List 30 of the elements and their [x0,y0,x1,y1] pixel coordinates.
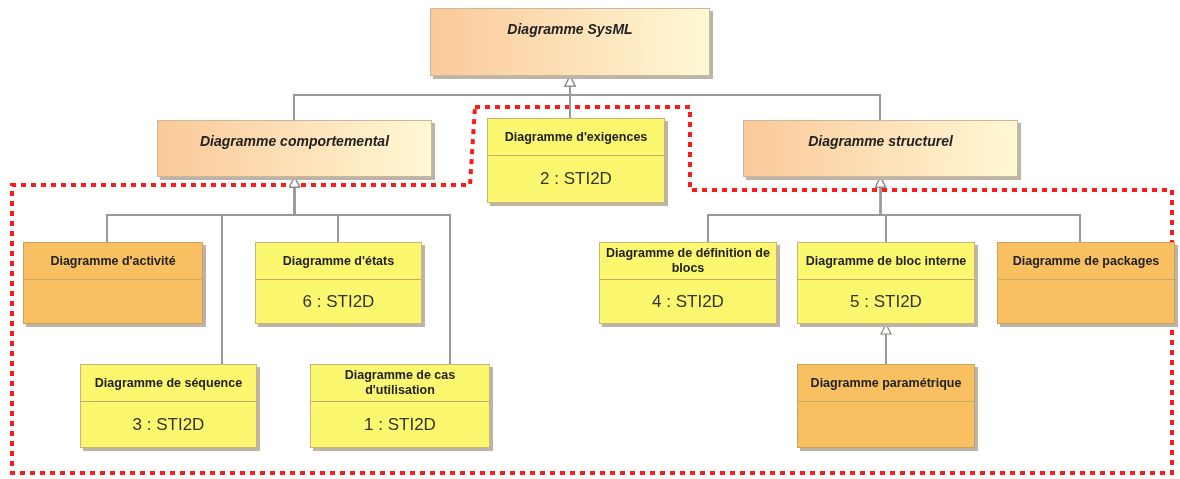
class-name: Diagramme de packages [1012,253,1160,269]
class-name: Diagramme comportemental [199,133,390,149]
compartment-text: 5 : STI2D [850,290,922,313]
class-name: Diagramme d'états [282,253,395,269]
class-box [487,118,665,203]
compartment-text: 1 : STI2D [364,413,436,436]
class-name: Diagramme de bloc interne [805,253,967,269]
abstract-class-box [157,120,432,177]
class-name: Diagramme de séquence [94,375,243,391]
compartment-text: 2 : STI2D [540,168,612,191]
abstract-class-box [743,120,1018,177]
class-box [310,364,490,448]
class-name: Diagramme d'activité [50,253,176,269]
class-box [797,364,975,448]
class-name: Diagramme SysML [507,21,633,37]
class-box [599,242,777,324]
class-name: Diagramme d'exigences [504,129,648,145]
class-box [255,242,422,324]
compartment-text: 6 : STI2D [302,290,375,313]
compartment-text: 4 : STI2D [652,290,724,313]
class-box [23,242,203,324]
class-name: Diagramme paramétrique [810,375,962,391]
class-box [80,364,257,448]
class-box [997,242,1175,324]
abstract-class-box [430,8,710,76]
class-name: Diagramme de définition de blocs [605,246,771,276]
class-name: Diagramme structurel [808,133,953,149]
class-name: Diagramme de cas d'utilisation [343,368,457,398]
compartment-text: 3 : STI2D [132,413,205,436]
class-box [797,242,975,324]
